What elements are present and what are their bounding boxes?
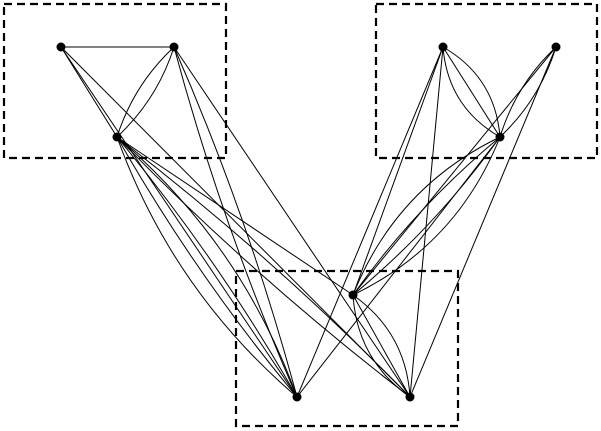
edge-e-i-1 (409, 46, 557, 398)
node-g (348, 290, 358, 300)
edge-f-h-1 (296, 136, 501, 398)
edge-e-f-1 (499, 46, 557, 138)
edge-c-h-2 (116, 136, 298, 398)
edge-c-h-4 (116, 136, 298, 398)
edge-f-g-4 (352, 136, 501, 296)
node-e (551, 42, 561, 52)
edge-f-g-2 (352, 136, 501, 296)
edge-c-i-2 (116, 136, 411, 398)
cluster-top-left (2, 2, 228, 160)
edge-f-g-3 (352, 136, 501, 296)
node-c (112, 132, 122, 142)
edge-d-h-1 (296, 46, 444, 398)
edges (60, 46, 557, 398)
node-h (292, 392, 302, 402)
edge-d-g-1 (352, 46, 444, 296)
edge-d-i-1 (409, 46, 444, 398)
node-d (438, 42, 448, 52)
edge-a-h-1 (60, 46, 298, 398)
node-a (56, 42, 66, 52)
edge-c-g-1 (116, 136, 354, 296)
node-i (405, 392, 415, 402)
node-f (495, 132, 505, 142)
edge-b-i-1 (173, 46, 411, 398)
edge-b-c-1 (116, 46, 175, 138)
edge-e-f-2 (499, 46, 557, 138)
edge-b-h-2 (173, 46, 298, 398)
edge-g-i-2 (352, 294, 411, 398)
edge-b-c-2 (116, 46, 175, 138)
edge-a-c-1 (60, 46, 118, 138)
node-b (169, 42, 179, 52)
edge-c-h-3 (116, 136, 298, 398)
nodes (56, 42, 561, 402)
edge-e-g-1 (352, 46, 557, 296)
edge-d-f-3 (442, 46, 501, 138)
edge-c-h-1 (116, 136, 298, 398)
edge-g-i-1 (352, 294, 411, 398)
edge-d-f-2 (442, 46, 501, 138)
cluster-bottom (234, 269, 460, 428)
edge-f-g-1 (352, 136, 501, 296)
edge-b-h-1 (173, 46, 298, 398)
edge-g-i-3 (352, 294, 411, 398)
cluster-top-right (374, 2, 599, 160)
edge-d-f-1 (442, 46, 501, 138)
